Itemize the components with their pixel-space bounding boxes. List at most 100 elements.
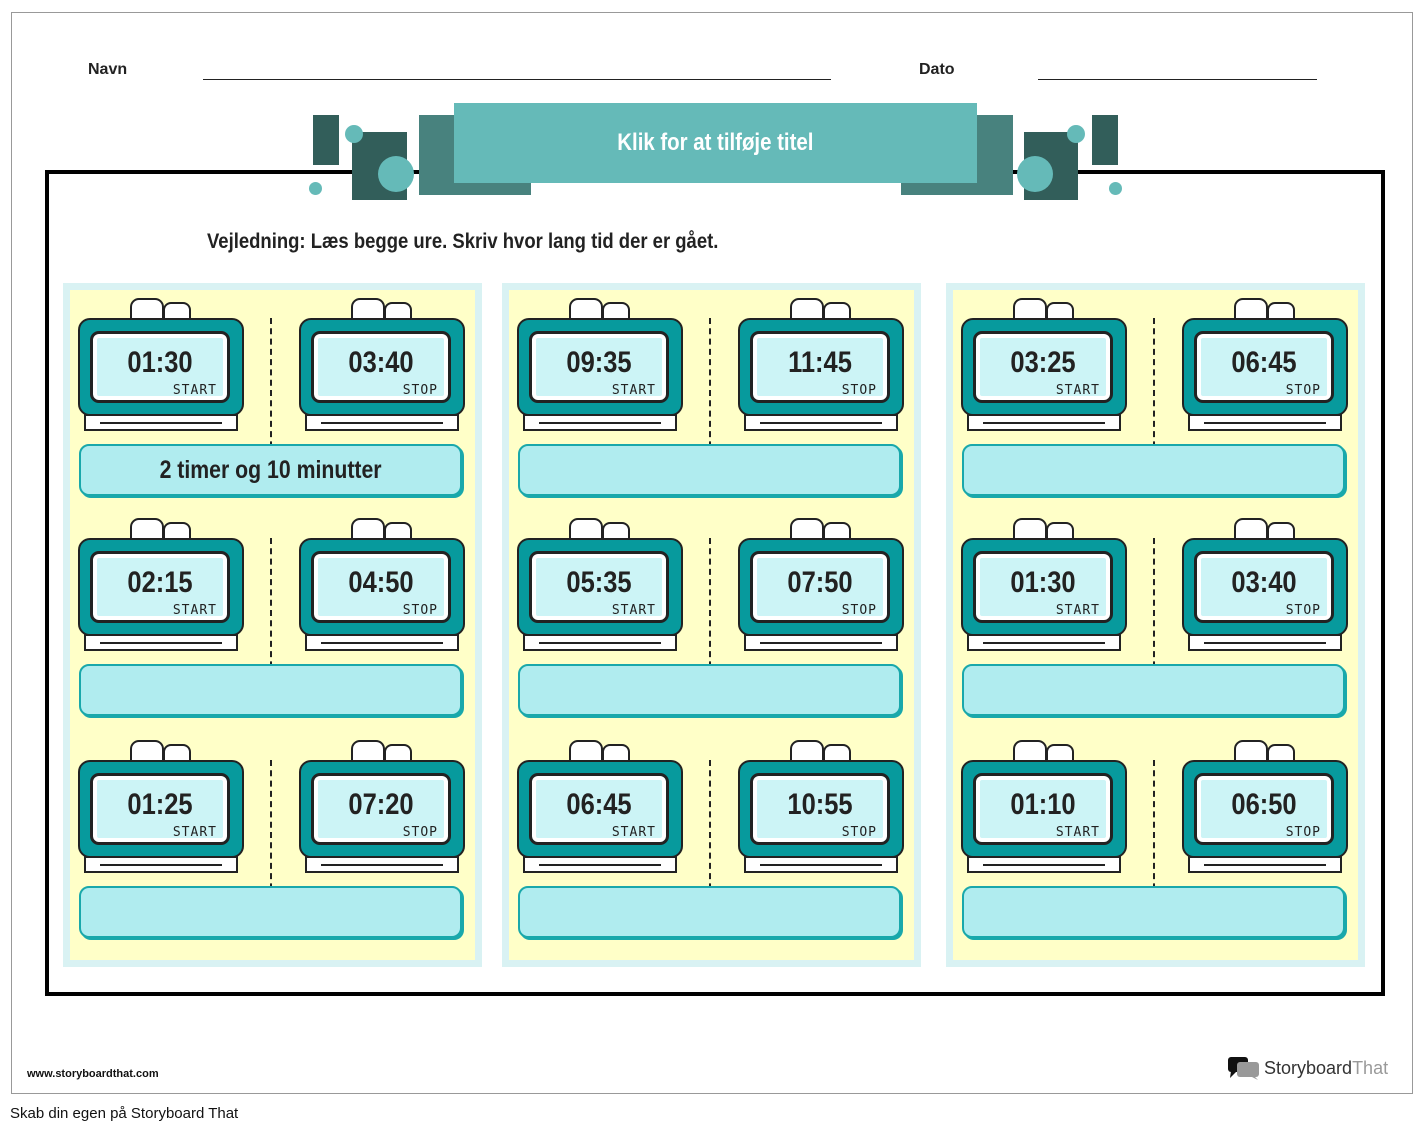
date-line[interactable] (1038, 79, 1317, 80)
answer-box[interactable] (518, 664, 901, 716)
stop-time: 06:45 (1231, 346, 1297, 379)
clock-body: 03:40 STOP (299, 318, 465, 416)
clock-button (790, 298, 824, 320)
clock-body: 01:10 START (961, 760, 1127, 858)
clock-screen: 04:50 STOP (311, 551, 451, 623)
storyboardthat-logo[interactable]: StoryboardThat (1228, 1056, 1388, 1080)
stop-clock: 07:20 STOP (299, 740, 465, 874)
clock-body: 01:30 START (961, 538, 1127, 636)
clock-button (351, 298, 385, 320)
divider-dashed-line (270, 318, 272, 468)
start-time: 01:10 (1010, 788, 1076, 821)
divider-dashed-line (709, 318, 711, 468)
divider-dashed-line (1153, 760, 1155, 910)
clock-screen: 10:55 STOP (750, 773, 890, 845)
start-clock: 01:30 START (961, 518, 1127, 652)
title-text: Klik for at tilføje titel (617, 129, 814, 156)
stop-time: 04:50 (348, 566, 414, 599)
clock-screen: 02:15 START (90, 551, 230, 623)
logo-text-a: Storyboard (1264, 1057, 1353, 1078)
answer-box[interactable]: 2 timer og 10 minutter (79, 444, 462, 496)
clock-body: 07:50 STOP (738, 538, 904, 636)
clock-button (1013, 518, 1047, 540)
footer-caption[interactable]: Skab din egen på Storyboard That (10, 1105, 239, 1122)
answer-box[interactable] (962, 886, 1345, 938)
clock-button (351, 518, 385, 540)
logo-text-b: That (1352, 1057, 1389, 1078)
panel-background: 03:25 START 06:45 STOP 01:30 START 03:40… (953, 290, 1358, 960)
start-time: 01:25 (127, 788, 193, 821)
panel-background: 01:30 START 03:40 STOP 2 timer og 10 min… (70, 290, 475, 960)
clock-screen: 01:30 START (973, 551, 1113, 623)
stop-time: 11:45 (788, 346, 852, 379)
answer-text: 2 timer og 10 minutter (159, 455, 382, 484)
start-clock: 01:30 START (78, 298, 244, 432)
start-clock: 02:15 START (78, 518, 244, 652)
clock-button (130, 740, 164, 762)
stop-label: STOP (402, 383, 438, 398)
clock-button (1234, 298, 1268, 320)
start-label: START (611, 603, 656, 618)
answer-box[interactable] (518, 886, 901, 938)
clock-body: 06:50 STOP (1182, 760, 1348, 858)
clock-body: 10:55 STOP (738, 760, 904, 858)
answer-box[interactable] (962, 444, 1345, 496)
stop-clock: 06:50 STOP (1182, 740, 1348, 874)
stop-clock: 04:50 STOP (299, 518, 465, 652)
worksheet-title[interactable]: Klik for at tilføje titel (454, 103, 977, 183)
clock-screen: 05:35 START (529, 551, 669, 623)
clock-base (305, 634, 459, 651)
clock-body: 07:20 STOP (299, 760, 465, 858)
speech-bubbles-icon (1228, 1057, 1259, 1080)
start-label: START (1055, 825, 1100, 840)
stop-time: 07:50 (787, 566, 853, 599)
clock-screen: 01:30 START (90, 331, 230, 403)
answer-box[interactable] (79, 886, 462, 938)
stop-time: 07:20 (348, 788, 414, 821)
clock-body: 11:45 STOP (738, 318, 904, 416)
clock-screen: 01:10 START (973, 773, 1113, 845)
clock-base (523, 634, 677, 651)
stop-label: STOP (841, 603, 877, 618)
divider-dashed-line (270, 538, 272, 688)
clock-base (523, 414, 677, 431)
clock-screen: 07:20 STOP (311, 773, 451, 845)
clock-body: 05:35 START (517, 538, 683, 636)
start-time: 05:35 (566, 566, 632, 599)
start-label: START (172, 825, 217, 840)
start-clock: 01:10 START (961, 740, 1127, 874)
answer-box[interactable] (518, 444, 901, 496)
clock-screen: 03:40 STOP (311, 331, 451, 403)
start-time: 09:35 (566, 346, 632, 379)
answer-box[interactable] (962, 664, 1345, 716)
stop-clock: 03:40 STOP (1182, 518, 1348, 652)
name-line[interactable] (203, 79, 831, 80)
panel-background: 09:35 START 11:45 STOP 05:35 START 07:50… (509, 290, 914, 960)
clock-base (1188, 634, 1342, 651)
stop-clock: 10:55 STOP (738, 740, 904, 874)
divider-dashed-line (1153, 538, 1155, 688)
clock-base (84, 634, 238, 651)
clock-screen: 01:25 START (90, 773, 230, 845)
stop-clock: 06:45 STOP (1182, 298, 1348, 432)
start-clock: 05:35 START (517, 518, 683, 652)
clock-button (130, 298, 164, 320)
start-time: 03:25 (1010, 346, 1076, 379)
clock-button (1013, 298, 1047, 320)
start-time: 02:15 (127, 566, 193, 599)
clock-base (305, 856, 459, 873)
website-url[interactable]: www.storyboardthat.com (27, 1068, 159, 1080)
clock-button (1234, 518, 1268, 540)
divider-dashed-line (270, 760, 272, 910)
start-clock: 01:25 START (78, 740, 244, 874)
clock-base (744, 856, 898, 873)
clock-button (790, 518, 824, 540)
clock-screen: 11:45 STOP (750, 331, 890, 403)
clock-button (1013, 740, 1047, 762)
clock-screen: 06:50 STOP (1194, 773, 1334, 845)
divider-dashed-line (709, 538, 711, 688)
answer-box[interactable] (79, 664, 462, 716)
stop-label: STOP (402, 603, 438, 618)
clock-base (84, 856, 238, 873)
clock-button (569, 740, 603, 762)
